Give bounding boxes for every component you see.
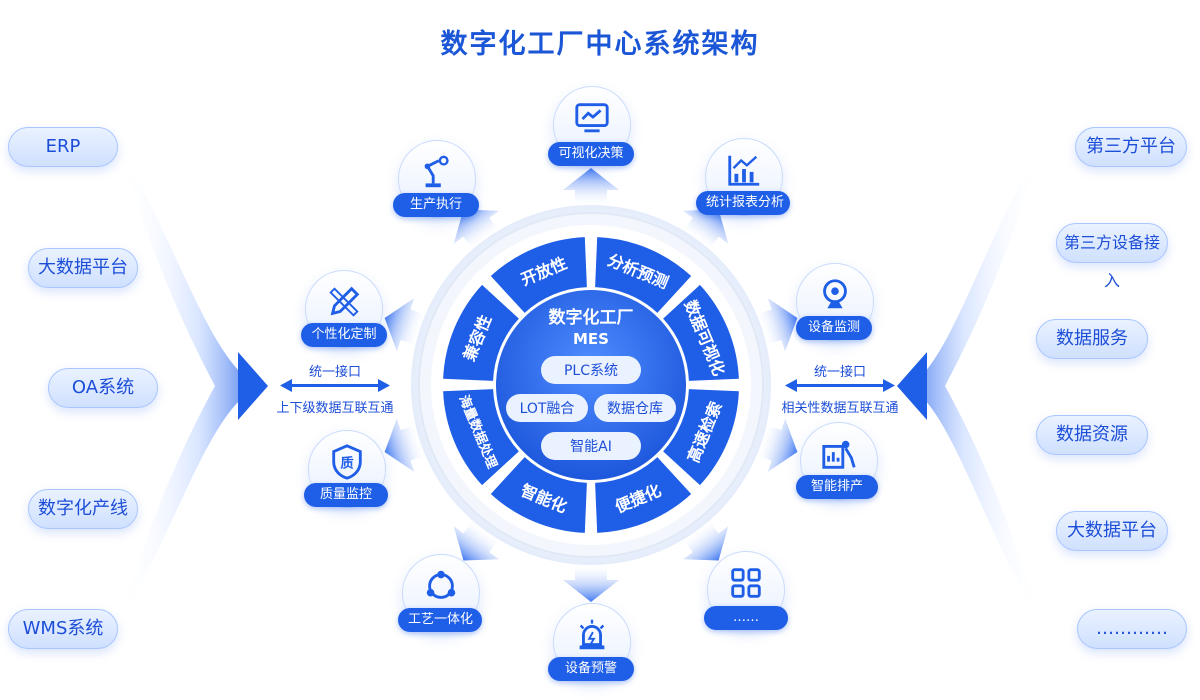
wheel-segment xyxy=(490,237,587,313)
right-system-data-service[interactable]: 数据服务 xyxy=(1036,319,1148,359)
left-system-oa[interactable]: OA系统 xyxy=(48,368,158,408)
right-system-more[interactable]: ………… xyxy=(1077,609,1187,649)
node-stats-report-label: 统计报表分析 xyxy=(696,191,790,215)
page-title: 数字化工厂中心系统架构 xyxy=(440,29,760,60)
right-interface-desc: 相关性数据互联互通 xyxy=(781,401,899,416)
wheel-segment xyxy=(490,457,587,533)
alarm-light-icon xyxy=(579,619,605,650)
wheel-segment xyxy=(595,237,692,313)
robot-arm-icon xyxy=(822,440,856,469)
wheel-segment xyxy=(443,389,519,486)
wheel-segment xyxy=(663,389,739,486)
node-visual-decision-label: 可视化决策 xyxy=(548,142,634,166)
node-personalization-label: 个性化定制 xyxy=(301,323,387,347)
left-system-wms[interactable]: WMS系统 xyxy=(8,609,118,649)
node-smart-schedule-label: 智能排产 xyxy=(796,475,878,499)
node-process-integration-label: 工艺一体化 xyxy=(398,608,482,632)
quality-shield-icon: 质 xyxy=(332,444,362,480)
right-interface-label: 统一接口 xyxy=(813,365,866,380)
center-title: 数字化工厂 xyxy=(549,307,634,328)
right-system-device-access[interactable]: 第三方设备接入 xyxy=(1056,223,1168,290)
node-production-exec-label: 生产执行 xyxy=(393,193,479,217)
left-interface-label: 统一接口 xyxy=(308,365,361,380)
left-interface-desc: 上下级数据互联互通 xyxy=(276,401,394,416)
share-nodes-icon xyxy=(426,570,456,599)
left-system-bigdata[interactable]: 大数据平台 xyxy=(28,248,138,288)
core-module-label: PLC系统 xyxy=(564,363,618,379)
wheel-segment xyxy=(595,457,692,533)
node-quality-monitor-label: 质量监控 xyxy=(304,483,388,507)
wheel-segment xyxy=(443,284,519,381)
core-module[interactable] xyxy=(594,394,676,422)
monitor-icon xyxy=(575,103,609,133)
node-device-monitor-label: 设备监测 xyxy=(796,316,872,340)
right-system-bigdata[interactable]: 大数据平台 xyxy=(1056,511,1168,551)
core-module-label: 智能AI xyxy=(570,439,612,455)
right-system-third-party[interactable]: 第三方平台 xyxy=(1075,127,1187,167)
bar-chart-icon xyxy=(728,155,760,186)
left-system-digital-line[interactable]: 数字化产线 xyxy=(28,489,138,529)
wheel-segment xyxy=(663,284,739,381)
right-system-data-resource[interactable]: 数据资源 xyxy=(1036,415,1148,455)
core-module-label: LOT融合 xyxy=(520,401,575,417)
camera-icon xyxy=(823,279,847,309)
node-more-label: …… xyxy=(704,606,788,630)
mes-center xyxy=(496,290,686,480)
core-module[interactable] xyxy=(541,432,641,460)
grid-icon xyxy=(731,568,761,598)
left-system-erp[interactable]: ERP xyxy=(8,127,118,167)
node-device-alarm-label: 设备预警 xyxy=(548,657,634,681)
center-subtitle: MES xyxy=(573,330,609,348)
robot-arm-icon xyxy=(424,155,449,188)
core-module[interactable] xyxy=(541,356,641,384)
pencil-ruler-icon xyxy=(329,286,360,317)
core-module-label: 数据仓库 xyxy=(607,401,663,417)
svg-text:质: 质 xyxy=(340,455,353,472)
core-module[interactable] xyxy=(506,394,588,422)
